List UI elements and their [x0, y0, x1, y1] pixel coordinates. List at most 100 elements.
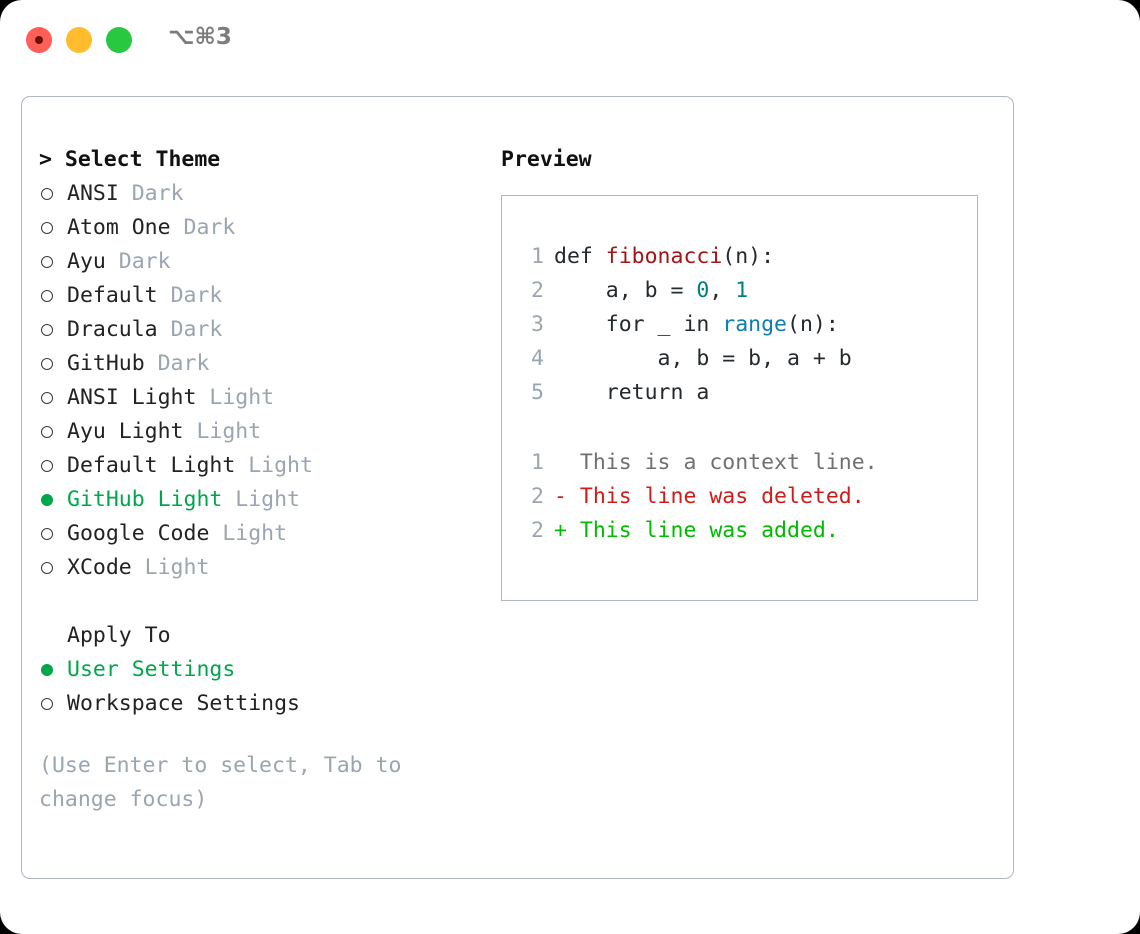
theme-item-xcode[interactable]: XCode Light	[39, 551, 499, 585]
keyboard-hint: (Use Enter to select, Tab to change focu…	[39, 753, 415, 812]
diff-line: 2 - This line was deleted.	[516, 480, 977, 514]
code-token: 1	[735, 278, 749, 303]
line-number: 2	[531, 518, 544, 543]
code-token: def	[554, 244, 606, 269]
radio-unselected-icon	[39, 188, 67, 200]
window-title-shortcut: ⌥⌘3	[168, 24, 232, 50]
maximize-window-button[interactable]	[106, 27, 132, 53]
theme-item-label: XCode	[67, 555, 145, 580]
theme-item-ansi[interactable]: ANSI Dark	[39, 177, 499, 211]
select-theme-header: > Select Theme	[39, 147, 221, 172]
theme-item-variant: Dark	[170, 317, 223, 342]
radio-unselected-icon	[39, 256, 67, 268]
theme-item-variant: Light	[235, 487, 301, 512]
code-token: a, b =	[554, 278, 697, 303]
theme-item-variant: Light	[222, 521, 288, 546]
code-line-text: for _ in range(n):	[544, 308, 839, 342]
code-token: return a	[554, 380, 710, 405]
theme-item-atom-one[interactable]: Atom One Dark	[39, 211, 499, 245]
theme-item-default-light[interactable]: Default Light Light	[39, 449, 499, 483]
radio-unselected-icon	[39, 698, 67, 710]
line-number: 1	[531, 450, 544, 475]
theme-item-label: GitHub Light	[67, 487, 236, 512]
radio-unselected-icon	[39, 460, 67, 472]
theme-item-ansi-light[interactable]: ANSI Light Light	[39, 381, 499, 415]
theme-item-dracula[interactable]: Dracula Dark	[39, 313, 499, 347]
code-token: fibonacci	[605, 244, 723, 269]
theme-item-variant: Light	[248, 453, 313, 478]
diff-line-text: - This line was deleted.	[554, 484, 865, 509]
line-number: 5	[531, 380, 544, 405]
theme-item-default[interactable]: Default Dark	[39, 279, 499, 313]
code-line: 5 return a	[516, 376, 977, 410]
radio-selected-icon	[39, 494, 67, 506]
list-spacer	[39, 585, 499, 619]
preview-gap	[516, 410, 977, 446]
theme-item-variant: Light	[144, 555, 210, 580]
code-token: ,	[709, 278, 736, 303]
code-token: for _ in	[554, 312, 723, 337]
diff-sample: 1 This is a context line. 2 - This line wa…	[516, 446, 977, 548]
code-token: (n):	[787, 312, 839, 337]
theme-item-variant: Dark	[183, 215, 236, 240]
line-number: 2	[531, 278, 544, 303]
radio-unselected-icon	[39, 358, 67, 370]
theme-item-label: Atom One	[67, 215, 184, 240]
radio-unselected-icon	[39, 324, 67, 336]
theme-item-google-code[interactable]: Google Code Light	[39, 517, 499, 551]
apply-to-item-label: Workspace Settings	[67, 691, 300, 716]
diff-line: 1 This is a context line.	[516, 446, 977, 480]
theme-item-label: Google Code	[67, 521, 223, 546]
diff-line-text: This is a context line.	[554, 450, 878, 475]
theme-item-ayu-light[interactable]: Ayu Light Light	[39, 415, 499, 449]
radio-unselected-icon	[39, 392, 67, 404]
line-number: 2	[531, 484, 544, 509]
radio-unselected-icon	[39, 562, 67, 574]
radio-unselected-icon	[39, 426, 67, 438]
code-token: (n):	[722, 244, 775, 269]
minimize-window-button[interactable]	[66, 27, 92, 53]
apply-to-item-label: User Settings	[67, 657, 236, 682]
apply-to-item-workspace-settings[interactable]: Workspace Settings	[39, 687, 499, 721]
theme-item-label: Ayu Light	[67, 419, 197, 444]
line-number: 4	[531, 346, 544, 371]
code-line: 3 for _ in range(n):	[516, 308, 977, 342]
radio-selected-icon	[39, 664, 67, 676]
preview-title: Preview	[501, 147, 592, 172]
code-line-text: a, b = b, a + b	[544, 342, 852, 376]
diff-line-text: + This line was added.	[554, 518, 839, 543]
code-line: 2 a, b = 0, 1	[516, 274, 977, 308]
theme-item-label: ANSI Light	[67, 385, 210, 410]
theme-item-variant: Dark	[170, 283, 223, 308]
theme-item-github-light[interactable]: GitHub Light Light	[39, 483, 499, 517]
theme-item-variant: Dark	[157, 351, 210, 376]
code-line-text: a, b = 0, 1	[544, 274, 748, 308]
theme-item-variant: Light	[209, 385, 275, 410]
apply-to-item-user-settings[interactable]: User Settings	[39, 653, 499, 687]
code-line-text: return a	[544, 376, 710, 410]
theme-item-github[interactable]: GitHub Dark	[39, 347, 499, 381]
close-window-button[interactable]	[26, 27, 52, 53]
line-number: 1	[531, 244, 544, 269]
theme-item-label: ANSI	[67, 181, 132, 206]
title-bar: ⌥⌘3	[0, 0, 1140, 78]
code-line-text: def fibonacci(n):	[544, 240, 774, 274]
theme-item-label: GitHub	[67, 351, 158, 376]
theme-item-ayu[interactable]: Ayu Dark	[39, 245, 499, 279]
code-token: 0	[696, 278, 710, 303]
theme-item-label: Default Light	[67, 453, 249, 478]
theme-item-variant: Light	[196, 419, 262, 444]
line-number: 3	[531, 312, 544, 337]
theme-item-label: Dracula	[67, 317, 171, 342]
radio-unselected-icon	[39, 222, 67, 234]
code-line: 4 a, b = b, a + b	[516, 342, 977, 376]
theme-item-variant: Dark	[118, 249, 171, 274]
code-token: a, b = b, a + b	[554, 346, 852, 371]
